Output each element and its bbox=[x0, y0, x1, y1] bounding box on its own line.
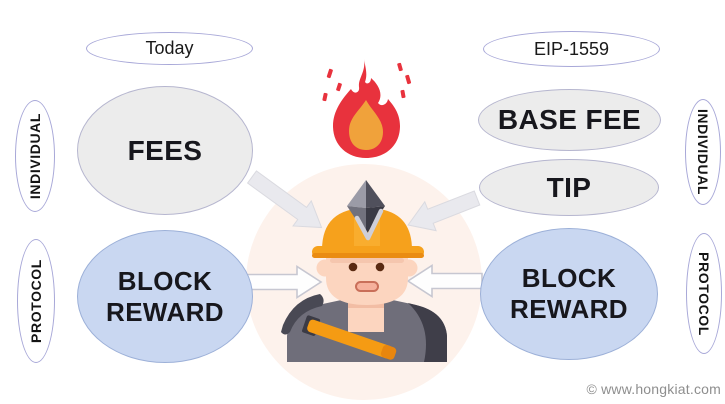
flame-sparks bbox=[322, 62, 412, 102]
base-fee-ellipse: BASE FEE bbox=[478, 89, 661, 151]
left-protocol-ellipse: PROTOCOL bbox=[17, 239, 55, 363]
flame-icon bbox=[322, 59, 412, 158]
tip-label: TIP bbox=[546, 171, 592, 203]
arrow-left-blockreward-to-miner-icon bbox=[246, 265, 323, 299]
today-label: Today bbox=[145, 38, 194, 58]
left-individual-label: INDIVIDUAL bbox=[27, 112, 43, 200]
fees-ellipse: FEES bbox=[77, 86, 253, 215]
fees-label: FEES bbox=[127, 134, 203, 166]
right-block-reward-ellipse: BLOCK REWARD bbox=[480, 228, 658, 360]
right-block-reward-label: BLOCK REWARD bbox=[510, 263, 628, 324]
arrow-tip-to-miner-icon bbox=[407, 190, 481, 232]
eip1559-label: EIP-1559 bbox=[533, 38, 610, 59]
right-protocol-ellipse: PROTOCOL bbox=[686, 233, 722, 354]
today-header-ellipse: Today bbox=[86, 32, 253, 65]
left-block-reward-label: BLOCK REWARD bbox=[106, 265, 224, 327]
watermark: © www.hongkiat.com bbox=[586, 381, 721, 397]
right-individual-label: INDIVIDUAL bbox=[695, 108, 711, 196]
tip-ellipse: TIP bbox=[479, 159, 659, 216]
left-individual-ellipse: INDIVIDUAL bbox=[15, 100, 55, 212]
left-protocol-label: PROTOCOL bbox=[28, 259, 45, 343]
right-protocol-label: PROTOCOL bbox=[696, 251, 713, 336]
eip1559-header-ellipse: EIP-1559 bbox=[483, 31, 660, 67]
left-block-reward-ellipse: BLOCK REWARD bbox=[77, 230, 253, 363]
arrow-right-blockreward-to-miner-icon bbox=[406, 264, 483, 298]
arrow-fees-to-miner-icon bbox=[246, 170, 323, 229]
base-fee-label: BASE FEE bbox=[497, 104, 642, 136]
ethereum-miner-icon bbox=[281, 180, 447, 362]
ethereum-diamond-icon bbox=[347, 180, 385, 241]
right-individual-ellipse: INDIVIDUAL bbox=[685, 99, 721, 205]
pickaxe-icon bbox=[281, 294, 397, 360]
